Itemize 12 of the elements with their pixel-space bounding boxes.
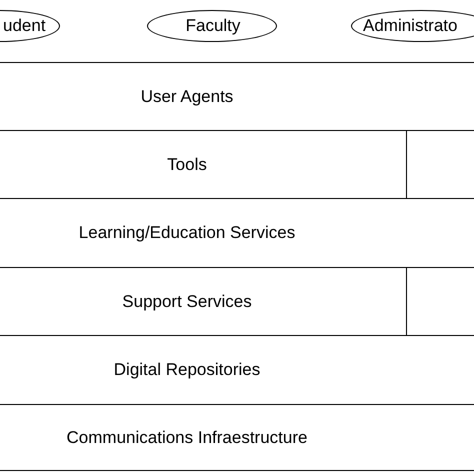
role-label: Faculty — [186, 16, 240, 36]
role-ellipse — [351, 10, 474, 42]
layer-label: Digital Repositories — [114, 360, 260, 380]
layer-label: Support Services — [122, 292, 252, 312]
role-ellipse — [147, 10, 277, 42]
layer-label: Tools — [167, 154, 207, 174]
layer-label: Communications Infraestructure — [66, 428, 308, 448]
role-label: udent — [3, 16, 46, 36]
layer-box — [0, 62, 474, 131]
layer-label: Learning/Education Services — [78, 223, 296, 243]
layer-label: User Agents — [140, 86, 234, 106]
role-label: Administrato — [363, 16, 458, 36]
